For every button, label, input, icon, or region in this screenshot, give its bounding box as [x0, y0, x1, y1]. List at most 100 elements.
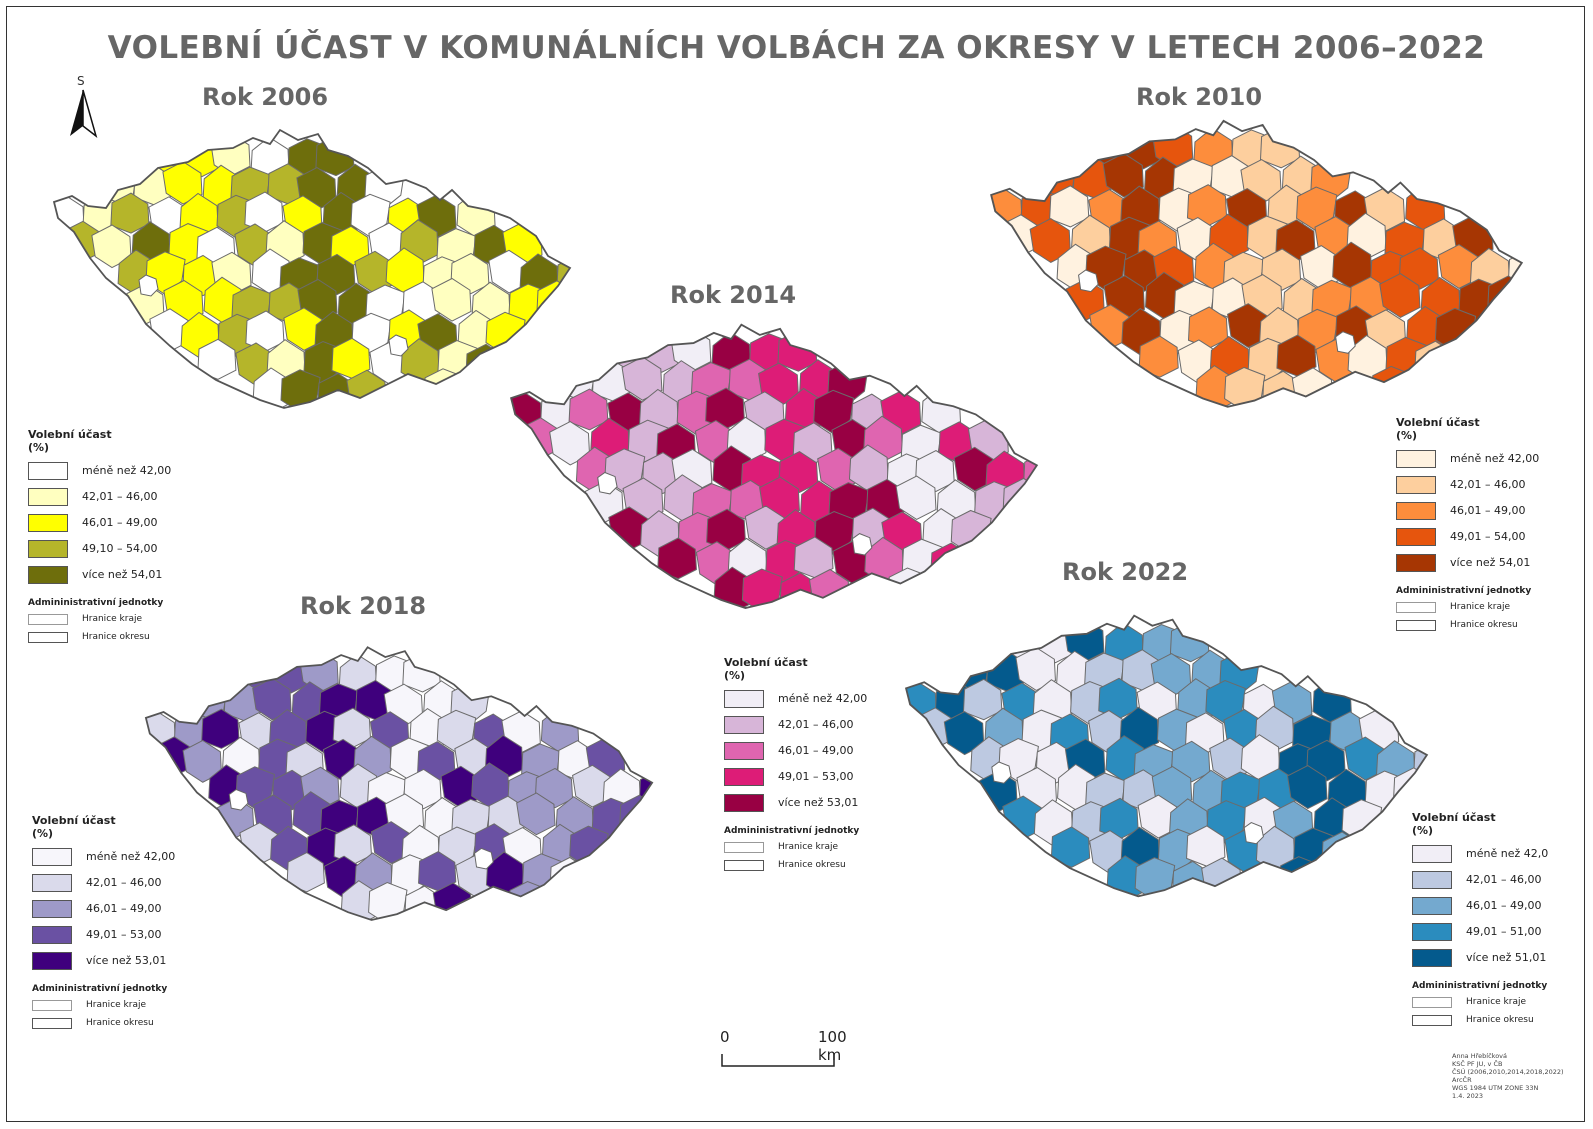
- legend-class-label: 46,01 – 49,00: [86, 902, 162, 915]
- district: [1224, 366, 1266, 407]
- legend-class-label: méně než 42,00: [1450, 452, 1540, 465]
- legend-swatch: [1412, 870, 1452, 889]
- year-title-2018: Rok 2018: [300, 592, 427, 620]
- legend-swatch: [1396, 501, 1436, 520]
- district: [943, 710, 985, 756]
- city-praha: [138, 274, 159, 297]
- district: [162, 161, 203, 205]
- admin-legend-kraj: Hranice kraje: [1396, 600, 1539, 614]
- legend-class: více než 53,01: [32, 951, 175, 970]
- choropleth-map-2022: [904, 614, 1429, 898]
- city-brno: [851, 533, 873, 556]
- district: [962, 678, 1003, 721]
- admin-legend-okres: Hranice okresu: [1412, 1013, 1548, 1027]
- legend-class: 46,01 – 49,00: [1412, 896, 1548, 915]
- legend-class: více než 51,01: [1412, 948, 1548, 967]
- admin-legend-okres-label: Hranice okresu: [1466, 1015, 1534, 1025]
- legend-swatch: [724, 767, 764, 786]
- year-title-2010: Rok 2010: [1136, 83, 1263, 111]
- credit-line: Anna Hřebíčková: [1452, 1052, 1507, 1060]
- year-title-2006: Rok 2006: [202, 83, 329, 111]
- legend-unit: (%): [1396, 429, 1418, 442]
- legend-class: 42,01 – 46,00: [1412, 870, 1548, 889]
- choropleth-map-2010: [990, 119, 1524, 408]
- legend-swatch: [1412, 948, 1452, 967]
- year-title-2022: Rok 2022: [1062, 558, 1189, 586]
- city-praha: [1078, 269, 1099, 293]
- district: [1138, 335, 1179, 378]
- admin-legend-okres-label: Hranice okresu: [778, 860, 846, 870]
- district: [1437, 243, 1480, 289]
- credits: Anna Hřebíčková KSČ PF JU, v ČB ČSÚ (200…: [1452, 1052, 1564, 1100]
- legend-class-label: 42,01 – 46,00: [778, 718, 854, 731]
- district: [431, 277, 472, 322]
- legend-swatch: [28, 539, 68, 558]
- legend-swatch: [1396, 527, 1436, 546]
- district: [568, 388, 609, 431]
- legend-class: 42,01 – 46,00: [28, 487, 171, 506]
- legend-class-label: 46,01 – 49,00: [778, 744, 854, 757]
- country-border: [144, 646, 654, 921]
- choropleth-map-2006: [52, 128, 572, 409]
- district: [953, 446, 995, 492]
- legend-unit: (%): [28, 441, 50, 454]
- legend-swatch: [32, 951, 72, 970]
- legend-swatch: [28, 513, 68, 532]
- admin-legend-title: Admininistrativní jednotky: [1412, 981, 1548, 991]
- admin-legend-okres: Hranice okresu: [28, 630, 171, 644]
- district: [516, 792, 556, 836]
- legend-class: 49,01 – 51,00: [1412, 922, 1548, 941]
- district: [1379, 272, 1421, 318]
- legend-class: méně než 42,00: [1396, 449, 1539, 468]
- legend-class: 46,01 – 49,00: [32, 899, 175, 918]
- kraj-border-swatch: [1396, 601, 1436, 613]
- district: [283, 307, 324, 351]
- credit-line: ArcČR: [1452, 1076, 1472, 1084]
- legend-class-label: méně než 42,0: [1466, 847, 1549, 860]
- legend-class-label: více než 51,01: [1466, 951, 1547, 964]
- legend-class: méně než 42,00: [32, 847, 175, 866]
- legend-title: Volební účast: [724, 656, 808, 669]
- legend-class: 42,01 – 46,00: [32, 873, 175, 892]
- legend-swatch: [1396, 553, 1436, 572]
- legend-title: Volební účast: [1412, 811, 1496, 824]
- legend-class: 49,01 – 54,00: [1396, 527, 1539, 546]
- legend-swatch: [32, 899, 72, 918]
- district: [286, 852, 325, 893]
- admin-legend-kraj-label: Hranice kraje: [1450, 602, 1510, 612]
- admin-legend-title: Admininistrativní jednotky: [28, 598, 164, 608]
- admin-legend-okres: Hranice okresu: [724, 858, 867, 872]
- district: [1279, 856, 1320, 897]
- admin-legend-okres: Hranice okresu: [1396, 618, 1539, 632]
- legend-swatch: [32, 873, 72, 892]
- country-border: [510, 323, 1039, 609]
- district: [91, 224, 132, 269]
- admin-legend-kraj-label: Hranice kraje: [86, 1000, 146, 1010]
- district: [423, 368, 464, 408]
- legend-unit: (%): [724, 669, 746, 682]
- admin-legend-okres: Hranice okresu: [32, 1016, 175, 1030]
- credit-line: WGS 1984 UTM ZONE 33N: [1452, 1084, 1539, 1092]
- district: [110, 192, 150, 234]
- legend-class-label: 49,01 – 51,00: [1466, 925, 1542, 938]
- admin-legend-okres-label: Hranice okresu: [82, 632, 150, 642]
- credit-line: ČSÚ (2006,2010,2014,2018,2022): [1452, 1068, 1564, 1076]
- city-brno: [388, 334, 409, 357]
- legend-class: více než 53,01: [724, 793, 867, 812]
- okres-border-swatch: [28, 631, 68, 643]
- district: [1286, 764, 1328, 810]
- legend-class-label: více než 53,01: [86, 954, 167, 967]
- legend-class: 46,01 – 49,00: [1396, 501, 1539, 520]
- country-border: [990, 119, 1524, 408]
- legend-class: méně než 42,00: [28, 461, 171, 480]
- district: [368, 881, 408, 920]
- page-title: VOLEBNÍ ÚČAST V KOMUNÁLNÍCH VOLBÁCH ZA O…: [107, 30, 1486, 66]
- legend-class: 49,10 – 54,00: [28, 539, 171, 558]
- legend-class-label: 49,10 – 54,00: [82, 542, 158, 555]
- north-arrow: S: [68, 74, 98, 142]
- scale-bar-line: [721, 1054, 835, 1067]
- legend-class-label: 49,01 – 54,00: [1450, 530, 1526, 543]
- district: [1050, 826, 1091, 868]
- city-praha: [991, 761, 1012, 784]
